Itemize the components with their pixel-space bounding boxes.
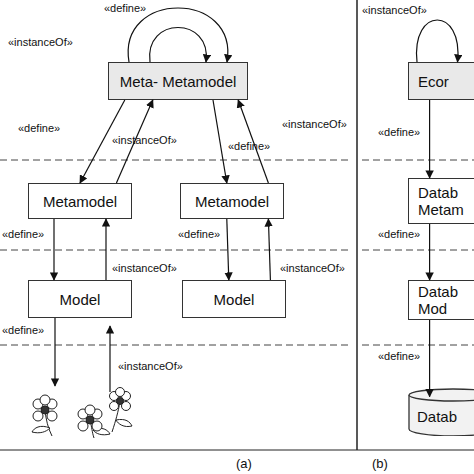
- node-text: Metamodel: [43, 193, 117, 210]
- edge-label: «instanceOf»: [118, 360, 183, 372]
- metamodel-box: Metamodel: [28, 183, 132, 219]
- edge-label: «instanceOf»: [282, 118, 347, 130]
- edge-label: «define»: [228, 140, 270, 152]
- model-box: Model: [182, 280, 286, 318]
- node-text: Datab Metam: [418, 184, 474, 218]
- connector-arrow: [128, 8, 228, 62]
- edge-label: «define»: [2, 324, 44, 336]
- edge-label: «define»: [104, 2, 146, 14]
- node-text: Metamodel: [195, 193, 269, 210]
- layer-separator: [0, 160, 352, 161]
- panel-label: (b): [372, 456, 388, 471]
- database-metamodel-box: Datab Metam: [408, 178, 474, 224]
- connector-arrow: [429, 320, 430, 397]
- ecore-box: Ecor: [408, 62, 474, 100]
- layer-separator: [0, 250, 352, 251]
- node-text: Model: [60, 291, 101, 308]
- metamodel-box: Metamodel: [180, 183, 284, 219]
- connector-arrow: [429, 224, 430, 280]
- node-text: Ecor: [418, 73, 449, 90]
- layer-separator: [0, 345, 352, 346]
- instanceof-arrow: [109, 326, 110, 392]
- model-box: Model: [28, 280, 132, 318]
- panel-label: (a): [236, 456, 252, 471]
- edge-label: «instanceOf»: [362, 4, 427, 16]
- connector-arrow: [429, 100, 430, 178]
- panel-baseline: [0, 450, 474, 451]
- layer-separator: [362, 160, 474, 161]
- connector-arrow: [105, 219, 106, 280]
- edge-label: «instanceOf»: [280, 262, 345, 274]
- connector-arrow: [53, 219, 54, 280]
- edge-label: «define»: [18, 122, 60, 134]
- connector-arrow: [227, 219, 229, 280]
- define-arrow: [54, 318, 55, 386]
- node-text: Model: [214, 291, 255, 308]
- layer-separator: [362, 345, 474, 346]
- edge-label: «instanceOf»: [112, 262, 177, 274]
- connector-arrow: [417, 20, 458, 62]
- edge-label: «instanceOf»: [8, 36, 73, 48]
- node-text: Datab Mod: [418, 283, 474, 317]
- node-text: Datab: [417, 408, 457, 425]
- database-cylinder: Datab: [408, 388, 474, 436]
- edge-label: «instanceOf»: [112, 134, 177, 146]
- connector-arrow: [213, 100, 227, 183]
- edge-label: «define»: [378, 228, 420, 240]
- edge-label: «define»: [378, 350, 420, 362]
- edge-label: «define»: [2, 228, 44, 240]
- meta-metamodel-box: Meta- Metamodel: [108, 62, 248, 100]
- edge-label: «define»: [378, 126, 420, 138]
- node-text: Meta- Metamodel: [120, 73, 237, 90]
- layer-separator: [362, 250, 474, 251]
- edge-label: «define»: [178, 228, 220, 240]
- panel-divider: [356, 0, 358, 450]
- connector-arrow: [268, 219, 270, 280]
- database-model-box: Datab Mod: [408, 280, 474, 320]
- connector-arrow: [150, 28, 207, 63]
- flowers-illustration: [32, 388, 132, 439]
